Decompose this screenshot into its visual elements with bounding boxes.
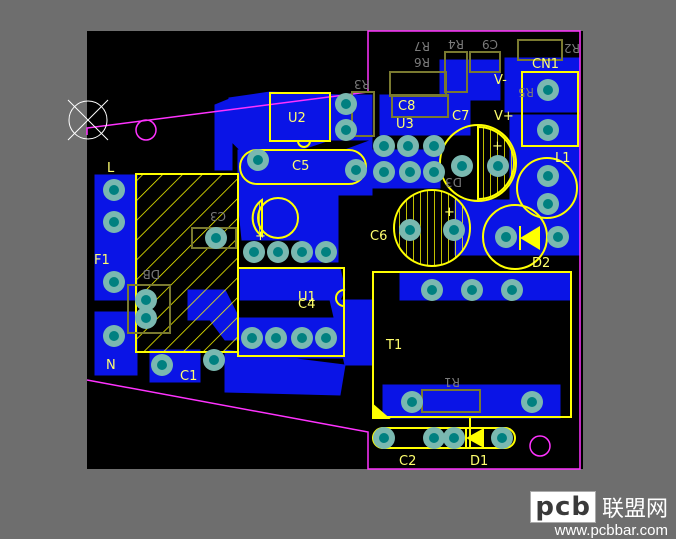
label-u2: U2: [288, 111, 306, 126]
watermark: pcb 联盟网: [530, 491, 668, 523]
pad-hole: [321, 247, 331, 257]
pad-hole: [427, 285, 437, 295]
pad-hole: [449, 225, 459, 235]
pad-hole: [341, 125, 351, 135]
pad-hole: [379, 433, 389, 443]
label-d2: D2: [532, 256, 550, 271]
pad-hole: [273, 247, 283, 257]
pad-hole: [405, 167, 415, 177]
pad-hole: [449, 433, 459, 443]
label-c1: C1: [180, 369, 197, 384]
pad-hole: [501, 232, 511, 242]
diode-symbol: [466, 428, 484, 448]
pad-hole: [247, 333, 257, 343]
label-c2: C2: [399, 454, 416, 469]
pad-hole: [543, 125, 553, 135]
watermark-logo: pcb: [530, 491, 596, 523]
label-plus-c7: +: [492, 139, 503, 154]
label-cn1: CN1: [532, 57, 559, 72]
label-r7: R7: [414, 39, 430, 53]
pad-hole: [543, 199, 553, 209]
label-u3: U3: [396, 117, 414, 132]
pad-hole: [297, 333, 307, 343]
pad-hole: [109, 331, 119, 341]
pad-hole: [297, 247, 307, 257]
pad-hole: [109, 185, 119, 195]
pad-hole: [497, 433, 507, 443]
label-f1: F1: [94, 253, 110, 268]
label-vplus: V+: [494, 109, 514, 124]
pad-hole: [467, 285, 477, 295]
label-d1: D1: [470, 454, 488, 469]
pad-hole: [493, 161, 503, 171]
watermark-url: www.pcbbar.com: [554, 522, 668, 539]
label-r3: R3: [354, 77, 370, 91]
pad-hole: [249, 247, 259, 257]
label-l: L: [107, 161, 115, 176]
label-r4: R4: [448, 37, 464, 51]
label-plus-c6: +: [444, 205, 455, 220]
label-r6: R6: [414, 55, 430, 69]
pad-hole: [141, 313, 151, 323]
mounting-hole: [135, 119, 157, 141]
pad-hole: [543, 171, 553, 181]
pad-hole: [211, 233, 221, 243]
pad-hole: [351, 165, 361, 175]
pad-hole: [403, 141, 413, 151]
label-l1: L1: [555, 151, 571, 166]
pad-hole: [527, 397, 537, 407]
pad-hole: [253, 155, 263, 165]
pad-group: [103, 79, 569, 449]
pad-hole: [457, 161, 467, 171]
label-c6: C6: [370, 229, 387, 244]
label-c7: C7: [452, 109, 469, 124]
mounting-hole: [529, 435, 551, 457]
pad-hole: [553, 232, 563, 242]
label-db: DB: [143, 267, 160, 281]
pad-hole: [157, 360, 167, 370]
pad-hole: [109, 217, 119, 227]
pad-hole: [507, 285, 517, 295]
label-c3: C3: [210, 209, 226, 223]
label-t1: T1: [385, 338, 402, 353]
label-c5: C5: [292, 159, 309, 174]
pad-hole: [271, 333, 281, 343]
board-outline: [86, 30, 581, 470]
pad-hole: [407, 397, 417, 407]
label-r2: R2: [564, 41, 580, 55]
pad-hole: [141, 295, 151, 305]
label-d3: D3: [445, 175, 462, 189]
label-n: N: [106, 358, 116, 373]
label-r5: R5: [518, 85, 534, 99]
label-c9: C9: [482, 37, 498, 51]
label-c4: C4: [298, 297, 315, 312]
watermark-cn-text: 联盟网: [601, 497, 668, 522]
label-plus-c4: +: [255, 229, 266, 244]
pad-hole: [109, 277, 119, 287]
label-u1: U1: [298, 290, 316, 305]
reference-labels: L N F1 C1 C2 C4 C5 C6 C7 C8 U1 U2 U3 T1 …: [94, 37, 580, 469]
pad-hole: [379, 167, 389, 177]
pad-hole: [405, 225, 415, 235]
pad-hole: [341, 99, 351, 109]
fiducial-icon: [67, 99, 109, 141]
label-r1: R1: [444, 375, 460, 389]
pad-hole: [543, 85, 553, 95]
pad-hole: [429, 167, 439, 177]
pad-hole: [429, 433, 439, 443]
pad-hole: [209, 355, 219, 365]
label-vminus: V-: [494, 73, 507, 88]
pad-hole: [321, 333, 331, 343]
diode-symbol: [520, 226, 540, 250]
pad-hole: [379, 141, 389, 151]
pad-hole: [429, 141, 439, 151]
label-c8: C8: [398, 99, 415, 114]
